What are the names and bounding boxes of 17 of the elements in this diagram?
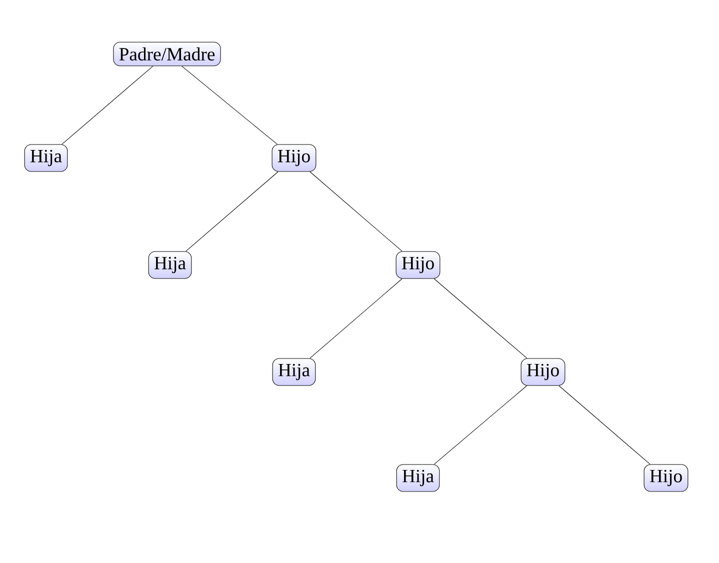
tree-node: Hijo [644, 464, 688, 492]
tree-line [434, 386, 528, 464]
tree-line [62, 66, 154, 144]
tree-node: Hijo [520, 358, 566, 386]
tree-node: Hija [396, 464, 440, 492]
tree-node: Hija [24, 144, 68, 172]
tree-line [182, 66, 278, 144]
tree-line [434, 278, 528, 358]
tree-line [310, 278, 402, 358]
tree-node: Hijo [272, 144, 316, 172]
tree-node: Padre/Madre [113, 42, 221, 66]
tree-line [310, 172, 402, 252]
tree-node: Hija [148, 251, 192, 279]
tree-line [558, 386, 650, 464]
tree-node: Hijo [396, 251, 440, 279]
tree-node: Hija [272, 358, 316, 386]
tree-line [186, 172, 278, 252]
